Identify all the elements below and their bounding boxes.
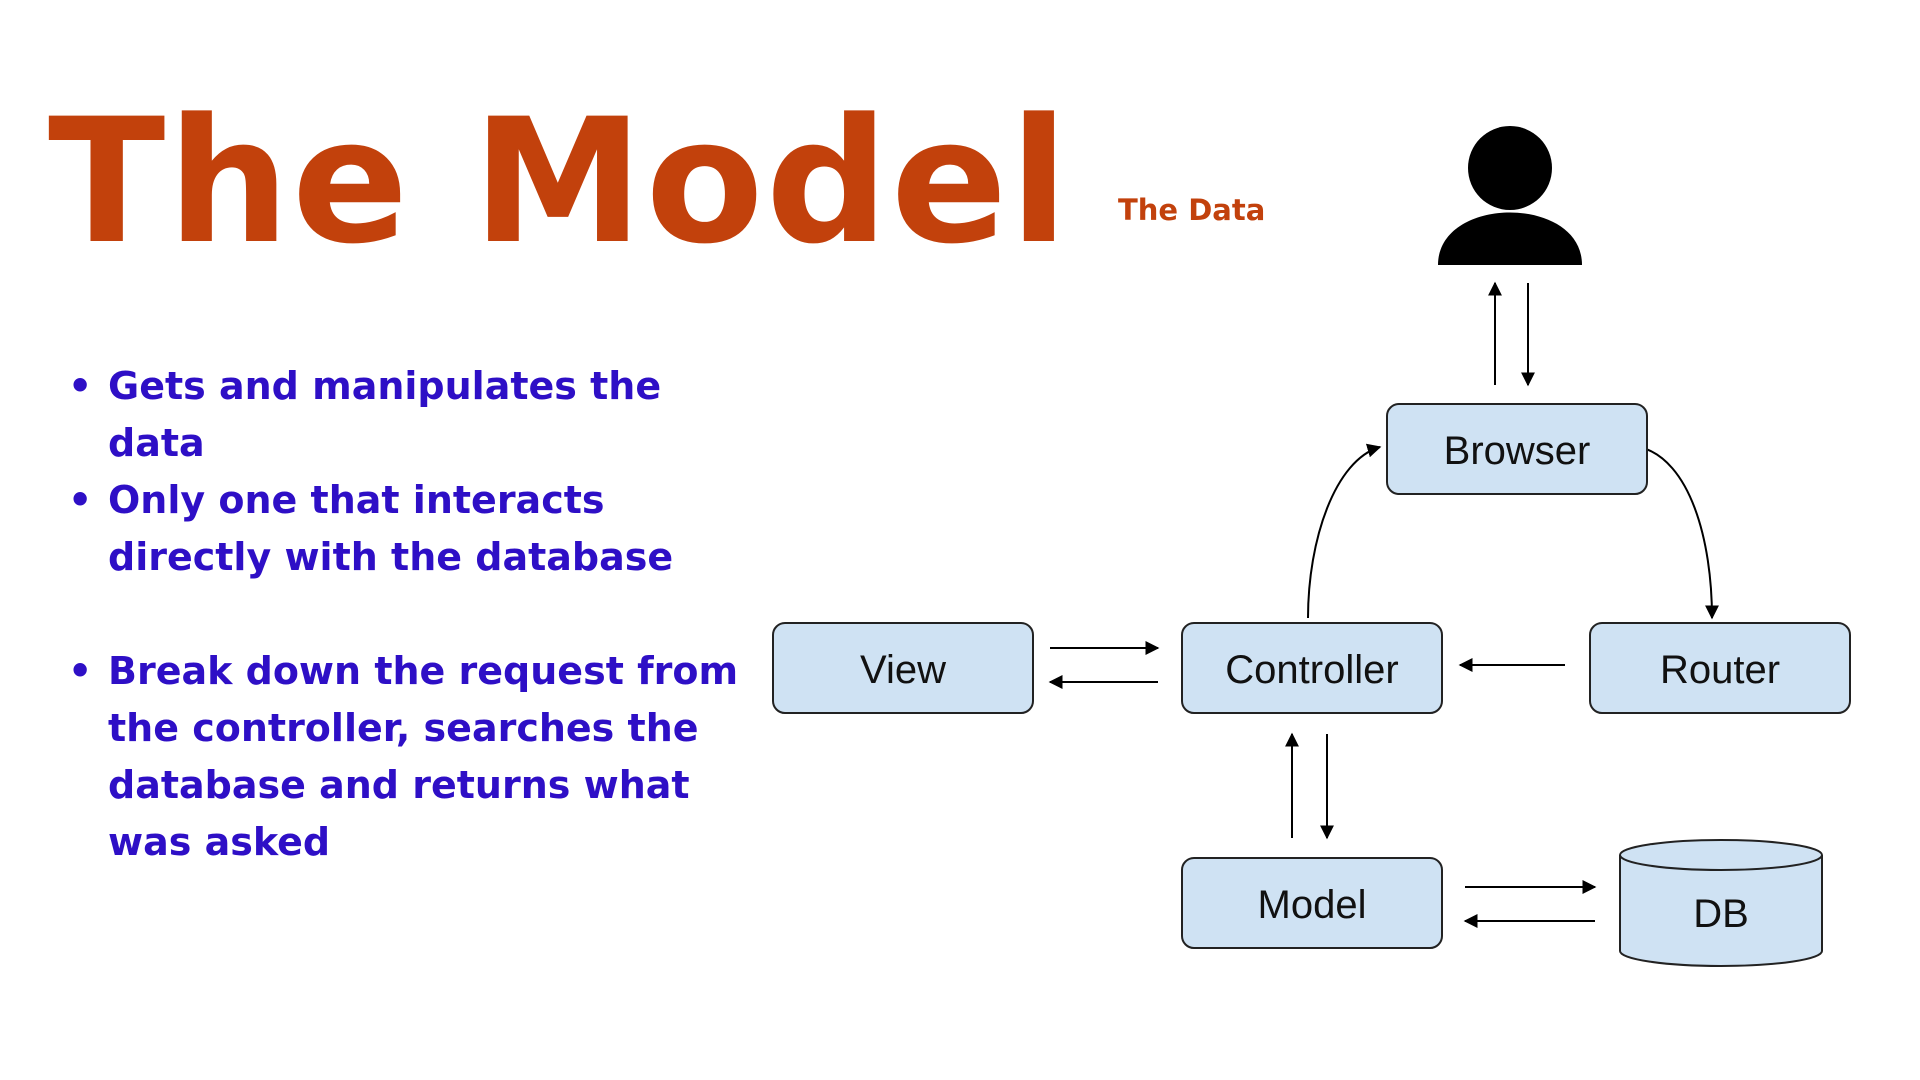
user-icon (1438, 126, 1582, 265)
node-label: View (860, 648, 946, 692)
node-db: DB (1619, 839, 1823, 967)
bullet-item: Gets and manipulates the data (64, 358, 764, 472)
connector-model-db (1463, 880, 1597, 928)
bullet-list: Gets and manipulates the data Only one t… (64, 358, 764, 871)
node-browser: Browser (1386, 403, 1648, 495)
node-model: Model (1181, 857, 1443, 949)
node-controller: Controller (1181, 622, 1443, 714)
node-label: Model (1258, 883, 1367, 927)
node-label: Router (1660, 648, 1780, 692)
connector-view-controller (1048, 641, 1160, 689)
node-view: View (772, 622, 1034, 714)
connector-controller-browser (1307, 443, 1382, 619)
node-label: DB (1693, 892, 1749, 936)
connector-user-browser (1488, 281, 1535, 387)
slide-subtitle: The Data (1118, 193, 1266, 227)
node-router: Router (1589, 622, 1851, 714)
slide-title: The Model (48, 81, 1071, 282)
node-label: Browser (1444, 429, 1591, 473)
bullet-item: Break down the request from the controll… (64, 643, 764, 871)
bullet-item: Only one that interacts directly with th… (64, 472, 764, 586)
node-label: Controller (1225, 648, 1398, 692)
connector-browser-router (1639, 446, 1719, 620)
connector-controller-model (1285, 732, 1334, 840)
